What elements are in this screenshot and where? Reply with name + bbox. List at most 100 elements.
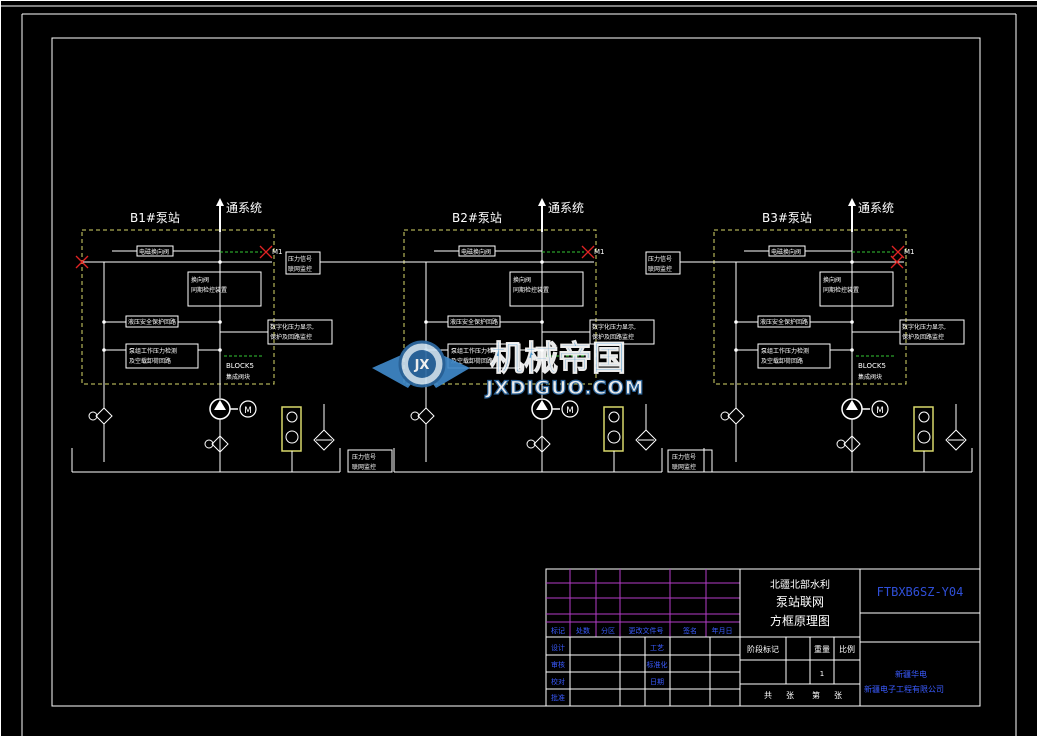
display-monitor-label-2: 保护及回路监控 bbox=[902, 333, 944, 341]
pump-station-2: B2#泵站通系统M1电磁换向阀换向阀同期检控装置液压安全保护回路泵组工作压力检测… bbox=[393, 198, 663, 473]
sync-control-box bbox=[187, 271, 262, 307]
watermark-badge-text: JX bbox=[414, 358, 430, 373]
junction-dot bbox=[218, 260, 222, 264]
display-monitor-label-1: 数字化压力显示, bbox=[902, 323, 946, 331]
display-monitor-label-1: 数字化压力显示, bbox=[592, 323, 636, 331]
pressure-detect-box bbox=[125, 343, 199, 369]
pump-stations: B1#泵站通系统M1电磁换向阀换向阀同期检控装置液压安全保护回路泵组工作压力检测… bbox=[71, 198, 973, 473]
display-monitor-label-2: 保护及回路监控 bbox=[270, 333, 312, 341]
motor-label: M bbox=[876, 406, 884, 416]
system-label: 通系统 bbox=[226, 201, 262, 215]
valve-x-icon bbox=[581, 245, 595, 259]
stage-header-1: 阶段标记 bbox=[747, 644, 779, 654]
station-title: B1#泵站 bbox=[130, 211, 180, 225]
safety-circuit-label: 液压安全保护回路 bbox=[450, 318, 498, 326]
junction-dot bbox=[540, 260, 544, 264]
watermark-badge-icon: JX bbox=[372, 340, 470, 388]
directional-valve-label: 电磁换向阀 bbox=[139, 248, 169, 256]
motor-icon bbox=[561, 400, 579, 418]
filter-icon bbox=[533, 435, 551, 453]
sheet-total-label: 共 bbox=[764, 691, 772, 700]
heater-icon bbox=[945, 429, 967, 451]
network-link-box bbox=[285, 251, 321, 275]
safety-circuit-label: 液压安全保护回路 bbox=[128, 318, 176, 326]
network-link-box bbox=[645, 251, 681, 275]
sheet-unit-label-1: 张 bbox=[786, 691, 794, 700]
directional-valve-label: 电磁换向阀 bbox=[771, 248, 801, 256]
pressure-detect-label-2: 及空载卸荷回路 bbox=[129, 357, 171, 365]
sync-control-label-2: 同期检控装置 bbox=[191, 286, 227, 294]
tank-link-label-2: 联网监控 bbox=[672, 463, 696, 471]
scale-value: 1 bbox=[820, 670, 824, 678]
revision-header-cell: 签名 bbox=[683, 626, 697, 635]
valve-x-icon bbox=[891, 245, 905, 259]
pressure-detect-label-1: 泵组工作压力检测 bbox=[129, 347, 177, 355]
watermark-title: 机械帝国 bbox=[490, 339, 626, 379]
level-indicator-icon bbox=[285, 430, 299, 444]
project-line-2: 泵站联网 bbox=[776, 595, 824, 609]
sign-row-label: 校对 bbox=[551, 677, 565, 686]
display-monitor-label-1: 数字化压力显示, bbox=[270, 323, 314, 331]
motor-label: M bbox=[244, 406, 252, 416]
valve-tag: M1 bbox=[904, 248, 915, 256]
stage-header-3: 比例 bbox=[839, 644, 855, 654]
tank-link-label-1: 压力信号 bbox=[352, 453, 376, 461]
block-label: BLOCK5 bbox=[858, 362, 886, 370]
valve-x-icon bbox=[259, 245, 273, 259]
indicator-icon bbox=[410, 411, 420, 421]
station-title: B3#泵站 bbox=[762, 211, 812, 225]
sign-row-label: 审核 bbox=[551, 660, 565, 669]
pressure-detect-label-1: 泵组工作压力检测 bbox=[451, 347, 499, 355]
sign-row-label: 工艺 bbox=[650, 644, 664, 652]
level-indicator-icon bbox=[607, 430, 621, 444]
indicator-icon bbox=[526, 439, 536, 449]
pressure-detect-label-2: 及空载卸荷回路 bbox=[451, 357, 493, 365]
sign-row-label: 批准 bbox=[551, 693, 565, 702]
safety-circuit-label: 液压安全保护回路 bbox=[760, 318, 808, 326]
block-label: BLOCK5 bbox=[226, 362, 254, 370]
revision-grid: 标记处数分区更改文件号签名年月日设计审核校对批准工艺标准化日期 bbox=[546, 568, 740, 706]
title-block: 标记处数分区更改文件号签名年月日设计审核校对批准工艺标准化日期 北疆北部水利 泵… bbox=[545, 568, 981, 707]
inlet-valve-x-icon bbox=[890, 255, 904, 269]
display-monitor-label-2: 保护及回路监控 bbox=[592, 333, 634, 341]
level-indicator-icon bbox=[917, 430, 931, 444]
motor-icon bbox=[239, 400, 257, 418]
pump-station-1: B1#泵站通系统M1电磁换向阀换向阀同期检控装置液压安全保护回路泵组工作压力检测… bbox=[71, 198, 341, 473]
filter-icon bbox=[211, 435, 229, 453]
valve-tag: M1 bbox=[594, 248, 605, 256]
valve-tag: M1 bbox=[272, 248, 283, 256]
filter-icon bbox=[843, 435, 861, 453]
up-arrow-icon bbox=[216, 198, 224, 206]
tank-link-label-2: 联网监控 bbox=[352, 463, 376, 471]
sync-control-label-2: 同期检控装置 bbox=[823, 286, 859, 294]
thermometer-icon bbox=[286, 411, 298, 423]
station-title: B2#泵站 bbox=[452, 211, 502, 225]
inlet-valve-x-icon bbox=[75, 255, 89, 269]
station-boundary-dashed bbox=[81, 229, 275, 385]
sync-control-label-1: 换向阀 bbox=[513, 276, 531, 284]
sync-control-label-2: 同期检控装置 bbox=[513, 286, 549, 294]
system-label: 通系统 bbox=[858, 201, 894, 215]
up-arrow-icon bbox=[538, 198, 546, 206]
station-boundary-dashed bbox=[403, 229, 597, 385]
network-link-label-1: 压力信号 bbox=[648, 255, 672, 263]
indicator-icon bbox=[204, 439, 214, 449]
revision-header-cell: 分区 bbox=[601, 626, 615, 635]
return-filter-icon bbox=[727, 407, 745, 425]
pump-station-3: B3#泵站通系统M1电磁换向阀换向阀同期检控装置液压安全保护回路泵组工作压力检测… bbox=[703, 198, 973, 473]
sync-control-box bbox=[819, 271, 894, 307]
pump-arrow-icon bbox=[214, 400, 226, 410]
tank-link-box bbox=[347, 449, 393, 473]
thermometer-icon bbox=[608, 411, 620, 423]
network-link-label-2: 联网监控 bbox=[288, 265, 312, 273]
tank-link-box bbox=[667, 449, 713, 473]
return-filter-icon bbox=[95, 407, 113, 425]
sheet-unit-label-2: 张 bbox=[834, 691, 842, 700]
project-line-3: 方框原理图 bbox=[770, 613, 830, 628]
revision-header-cell: 标记 bbox=[551, 626, 565, 635]
watermark-logo: JX 机械帝国 JXDIGUO.COM bbox=[372, 339, 644, 400]
network-link-label-2: 联网监控 bbox=[648, 265, 672, 273]
sheet-index-label: 第 bbox=[812, 690, 820, 700]
